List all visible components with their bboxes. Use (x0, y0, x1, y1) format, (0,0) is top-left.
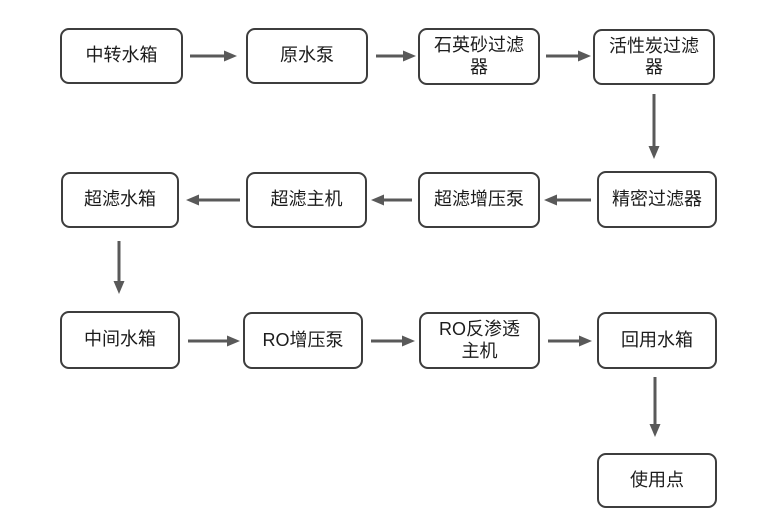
node-reuse-tank: 回用水箱 (597, 312, 717, 369)
node-point-of-use: 使用点 (597, 453, 717, 508)
arrow-precision-filter-to-uf-booster-pump (544, 194, 591, 206)
node-intermediate-tank: 中间水箱 (60, 311, 180, 369)
arrow-uf-main-unit-to-uf-tank (186, 194, 240, 206)
node-quartz-sand-filter: 石英砂过滤 器 (418, 28, 540, 85)
node-uf-booster-pump: 超滤增压泵 (418, 172, 540, 228)
arrow-ro-main-unit-to-reuse-tank (548, 335, 592, 347)
arrow-ro-booster-pump-to-ro-main-unit (371, 335, 415, 347)
node-uf-main-unit: 超滤主机 (246, 172, 367, 228)
node-transfer-tank: 中转水箱 (60, 28, 183, 84)
node-ro-main-unit: RO反渗透 主机 (419, 312, 540, 369)
arrow-quartz-sand-filter-to-activated-carbon-filter (546, 50, 591, 62)
node-precision-filter: 精密过滤器 (597, 171, 717, 228)
arrow-reuse-tank-to-point-of-use (649, 377, 661, 437)
arrow-transfer-tank-to-raw-water-pump (190, 50, 237, 62)
arrow-uf-tank-to-intermediate-tank (113, 241, 125, 294)
node-ro-booster-pump: RO增压泵 (243, 312, 363, 369)
node-activated-carbon-filter: 活性炭过滤 器 (593, 29, 715, 85)
node-raw-water-pump: 原水泵 (246, 28, 368, 84)
node-uf-tank: 超滤水箱 (61, 172, 179, 228)
arrow-intermediate-tank-to-ro-booster-pump (188, 335, 240, 347)
arrow-activated-carbon-filter-to-precision-filter (648, 94, 660, 159)
arrow-raw-water-pump-to-quartz-sand-filter (376, 50, 416, 62)
arrow-uf-booster-pump-to-uf-main-unit (371, 194, 412, 206)
